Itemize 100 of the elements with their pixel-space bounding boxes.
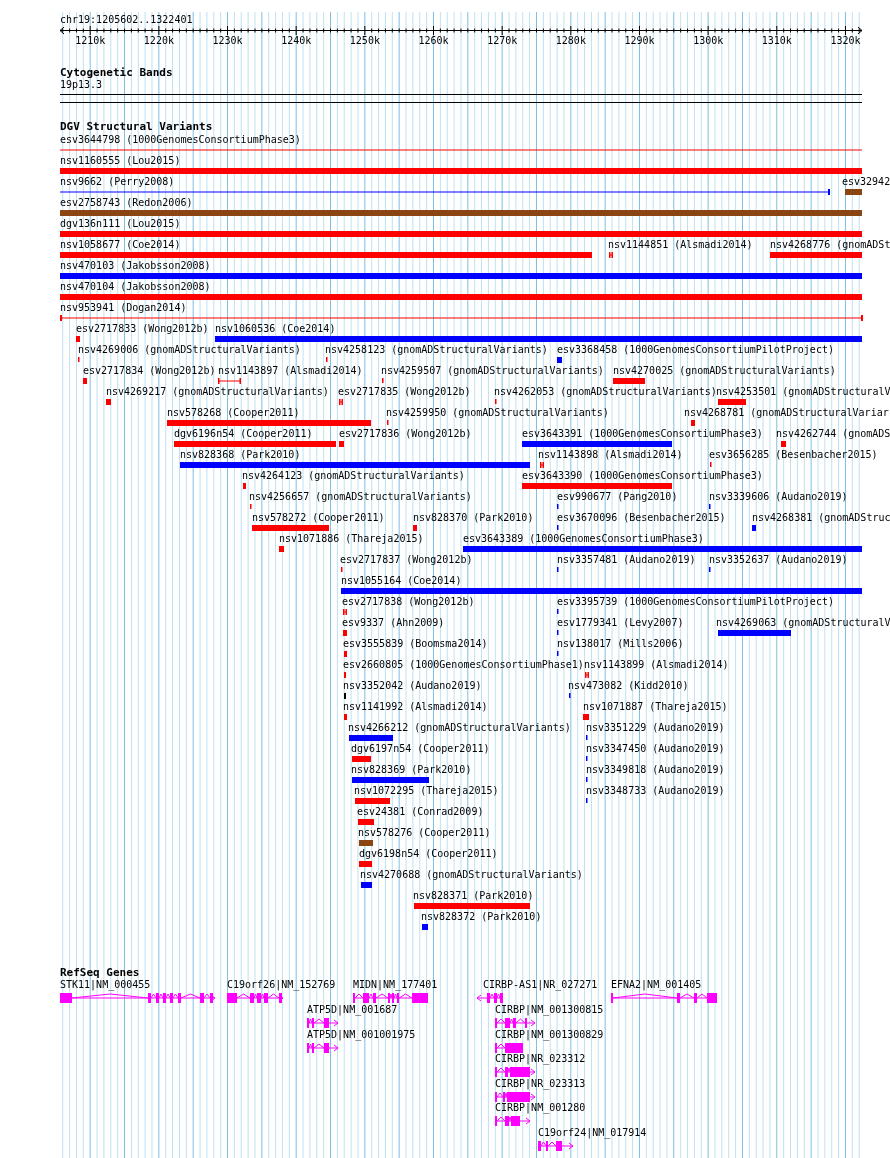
variant-label: nsv828371 (Park2010) [413, 890, 534, 902]
variant-label: nsv3352042 (Audano2019) [343, 680, 482, 692]
gene-label: CIRBP|NR_023312 [495, 1053, 586, 1065]
variant-label: nsv578276 (Cooper2011) [358, 827, 491, 839]
variant-label: nsv4269006 (gnomADStructuralVariants) [78, 344, 301, 356]
variant-label: nsv4268781 (gnomADStructuralVariar [684, 407, 889, 419]
band-label: 19p13.3 [60, 79, 103, 91]
variant-label: esv2717835 (Wong2012b) [338, 386, 471, 398]
variant-label: nsv138017 (Mills2006) [557, 638, 684, 650]
variant-label: esv3395739 (1000GenomesConsortiumPilotProject) [557, 596, 834, 608]
variant-label: nsv578268 (Cooper2011) [167, 407, 300, 419]
variant-label: esv32942 [842, 176, 890, 188]
variant-label: esv1779341 (Levy2007) [557, 617, 684, 629]
gene-label: CIRBP|NM_001280 [495, 1102, 586, 1114]
variant-label: nsv4270025 (gnomADStructuralVariants) [613, 365, 836, 377]
variant-label: nsv3357481 (Audano2019) [557, 554, 696, 566]
tick-label: 1220k [143, 35, 174, 47]
variant-label: nsv1060536 (Coe2014) [215, 323, 336, 335]
track-title: RefSeq Genes [60, 967, 140, 979]
tick-label: 1210k [75, 35, 106, 47]
variant-label: esv2758743 (Redon2006) [60, 197, 193, 209]
variant-label: nsv1143899 (Alsmadi2014) [584, 659, 729, 671]
tick-label: 1320k [830, 35, 861, 47]
variant-label: dgv136n111 (Lou2015) [60, 218, 181, 230]
variant-label: nsv953941 (Dogan2014) [60, 302, 187, 314]
variant-label: dgv6198n54 (Cooper2011) [359, 848, 498, 860]
variant-label: nsv3349818 (Audano2019) [586, 764, 725, 776]
track-title: DGV Structural Variants [60, 121, 213, 133]
gene-label: MIDN|NM_177401 [353, 979, 438, 991]
variant-label: dgv6197n54 (Cooper2011) [351, 743, 490, 755]
variant-label: nsv4258123 (gnomADStructuralVariants) [325, 344, 548, 356]
variant-label: nsv1160555 (Lou2015) [60, 155, 181, 167]
variant-label: nsv470104 (Jakobsson2008) [60, 281, 211, 293]
variant-label: nsv3339606 (Audano2019) [709, 491, 848, 503]
variant-label: nsv1058677 (Coe2014) [60, 239, 181, 251]
variant-label: nsv9662 (Perry2008) [60, 176, 175, 188]
gene-label: ATP5D|NM_001687 [307, 1004, 398, 1016]
variant-label: nsv4262744 (gnomADS [776, 428, 890, 440]
track-title: Cytogenetic Bands [60, 67, 173, 79]
variant-label: esv3643389 (1000GenomesConsortiumPhase3) [463, 533, 704, 545]
tick-label: 1260k [418, 35, 449, 47]
coordinate-label: chr19:1205602..1322401 [60, 14, 193, 26]
variant-label: nsv828370 (Park2010) [413, 512, 534, 524]
variant-label: dgv6196n54 (Cooper2011) [174, 428, 313, 440]
variant-label: esv2717834 (Wong2012b) [83, 365, 216, 377]
variant-label: nsv1141992 (Alsmadi2014) [343, 701, 488, 713]
variant-label: nsv4270688 (gnomADStructuralVariants) [360, 869, 583, 881]
variant-label: nsv828368 (Park2010) [180, 449, 301, 461]
variant-label: nsv578272 (Cooper2011) [252, 512, 385, 524]
variant-label: esv3555839 (Boomsma2014) [343, 638, 488, 650]
variant-label: nsv3347450 (Audano2019) [586, 743, 725, 755]
variant-label: nsv4256657 (gnomADStructuralVariants) [249, 491, 472, 503]
variant-label: nsv828369 (Park2010) [351, 764, 472, 776]
variant-label: esv3656285 (Besenbacher2015) [709, 449, 878, 461]
variant-label: nsv1055164 (Coe2014) [341, 575, 462, 587]
gene-label: CIRBP-AS1|NR_027271 [483, 979, 598, 991]
tick-label: 1270k [487, 35, 518, 47]
variant-label: nsv1143898 (Alsmadi2014) [538, 449, 683, 461]
variant-label: nsv1144851 (Alsmadi2014) [608, 239, 753, 251]
variant-label: esv990677 (Pang2010) [557, 491, 678, 503]
variant-label: nsv3348733 (Audano2019) [586, 785, 725, 797]
variant-label: esv2717837 (Wong2012b) [340, 554, 473, 566]
variant-label: esv2717833 (Wong2012b) [76, 323, 209, 335]
gene-label: STK11|NM_000455 [60, 979, 151, 991]
variant-label: nsv4259507 (gnomADStructuralVariants) [381, 365, 604, 377]
variant-label: nsv4262053 (gnomADStructuralVariants) [494, 386, 717, 398]
tick-label: 1280k [555, 35, 586, 47]
gene-label: C19orf24|NM_017914 [538, 1127, 647, 1139]
variant-label: nsv4264123 (gnomADStructuralVariants) [242, 470, 465, 482]
variant-label: nsv4268381 (gnomADStruc [752, 512, 890, 524]
gene-label: CIRBP|NM_001300815 [495, 1004, 604, 1016]
variant-label: esv9337 (Ahn2009) [342, 617, 445, 629]
gene-label: EFNA2|NM_001405 [611, 979, 702, 991]
tick-label: 1300k [693, 35, 724, 47]
tick-label: 1230k [212, 35, 243, 47]
variant-label: esv2717836 (Wong2012b) [339, 428, 472, 440]
variant-label: nsv4268776 (gnomADSt [770, 239, 890, 251]
variant-label: esv3644798 (1000GenomesConsortiumPhase3) [60, 134, 301, 146]
variant-label: esv2717838 (Wong2012b) [342, 596, 475, 608]
variant-label: nsv4269217 (gnomADStructuralVariants) [106, 386, 329, 398]
variant-label: nsv1143897 (Alsmadi2014) [218, 365, 363, 377]
variant-label: esv3368458 (1000GenomesConsortiumPilotProject) [557, 344, 834, 356]
variant-label: nsv828372 (Park2010) [421, 911, 542, 923]
variant-label: nsv4259950 (gnomADStructuralVariants) [386, 407, 609, 419]
variant-label: esv3670096 (Besenbacher2015) [557, 512, 726, 524]
tick-label: 1240k [281, 35, 312, 47]
variant-label: esv2660805 (1000GenomesConsortiumPhase1) [343, 659, 584, 671]
gene-label: CIRBP|NM_001300829 [495, 1029, 604, 1041]
tick-label: 1310k [761, 35, 792, 47]
variant-label: nsv1072295 (Thareja2015) [354, 785, 499, 797]
gene-label: C19orf26|NM_152769 [227, 979, 336, 991]
variant-label: nsv1071886 (Thareja2015) [279, 533, 424, 545]
gene-label: ATP5D|NM_001001975 [307, 1029, 416, 1041]
variant-label: nsv470103 (Jakobsson2008) [60, 260, 211, 272]
variant-label: nsv473082 (Kidd2010) [568, 680, 689, 692]
variant-label: nsv3352637 (Audano2019) [709, 554, 848, 566]
variant-label: nsv4266212 (gnomADStructuralVariants) [348, 722, 571, 734]
tick-label: 1290k [624, 35, 655, 47]
variant-label: nsv4269063 (gnomADStructuralV [716, 617, 890, 629]
variant-label: esv3643391 (1000GenomesConsortiumPhase3) [522, 428, 763, 440]
